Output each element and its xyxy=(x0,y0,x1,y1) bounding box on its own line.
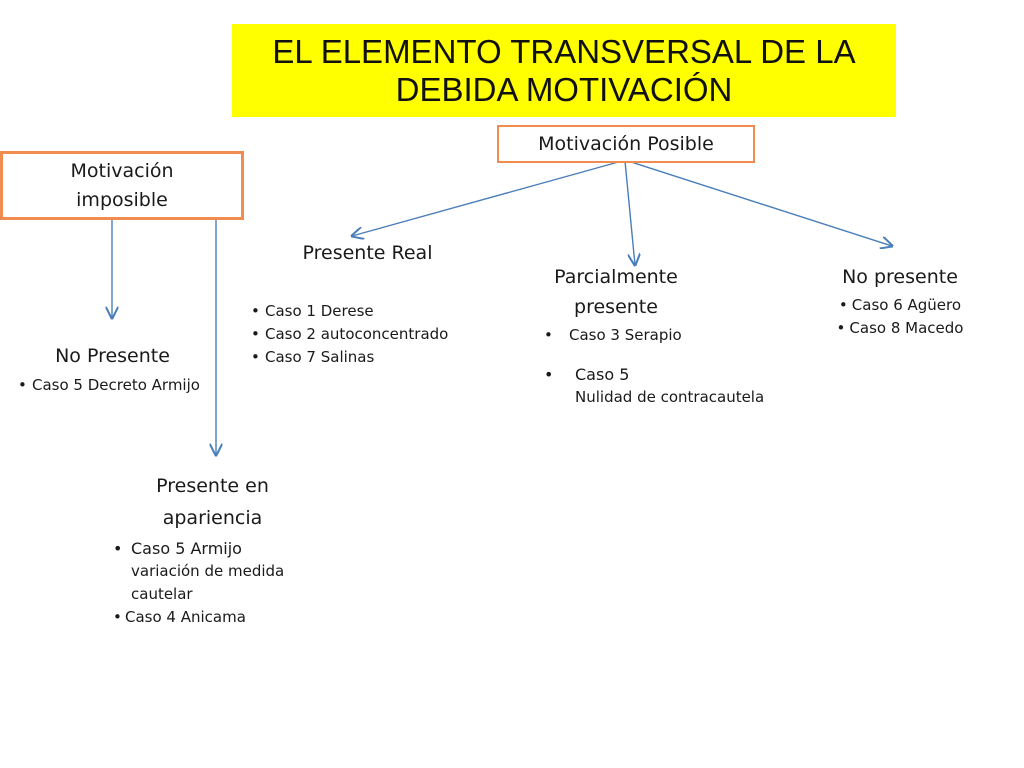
parcialmente-presente-list: Caso 3 Serapio Caso 5 Nulidad de contrac… xyxy=(544,324,764,409)
no-presente-right-title: No presente xyxy=(842,266,958,288)
list-item: Caso 5 Armijo variación de medida cautel… xyxy=(113,537,284,606)
list-item: Caso 2 autoconcentrado xyxy=(251,323,448,346)
list-item: Caso 5 Nulidad de contracautela xyxy=(544,363,764,409)
parcialmente-presente-title: Parcialmente presente xyxy=(554,266,678,318)
arrow-to-no-presente-right xyxy=(627,160,892,246)
presente-real-title: Presente Real xyxy=(302,242,433,264)
list-item: Caso 4 Anicama xyxy=(113,606,284,629)
presente-apariencia-list: Caso 5 Armijo variación de medida cautel… xyxy=(113,537,284,629)
title-banner: EL ELEMENTO TRANSVERSAL DE LA DEBIDA MOT… xyxy=(232,24,896,117)
motivacion-posible-box: Motivación Posible xyxy=(497,125,755,163)
arrow-to-parcialmente-presente xyxy=(624,160,635,265)
arrow-to-presente-real xyxy=(352,160,623,236)
no-presente-left-title: No Presente xyxy=(55,345,170,367)
list-item: Caso 7 Salinas xyxy=(251,346,448,369)
list-item: Caso 5 Decreto Armijo xyxy=(18,374,200,397)
list-item: Caso 8 Macedo xyxy=(810,317,990,340)
no-presente-right-list: Caso 6 Agüero Caso 8 Macedo xyxy=(810,294,990,340)
presente-real-list: Caso 1 Derese Caso 2 autoconcentrado Cas… xyxy=(251,300,448,369)
motivacion-imposible-box: Motivación imposible xyxy=(0,151,244,220)
list-item: Caso 6 Agüero xyxy=(810,294,990,317)
list-item: Caso 1 Derese xyxy=(251,300,448,323)
no-presente-left-list: Caso 5 Decreto Armijo xyxy=(18,374,200,397)
presente-apariencia-title: Presente en apariencia xyxy=(156,475,269,529)
list-item: Caso 3 Serapio xyxy=(544,324,764,347)
page-title: EL ELEMENTO TRANSVERSAL DE LA DEBIDA MOT… xyxy=(272,32,856,108)
